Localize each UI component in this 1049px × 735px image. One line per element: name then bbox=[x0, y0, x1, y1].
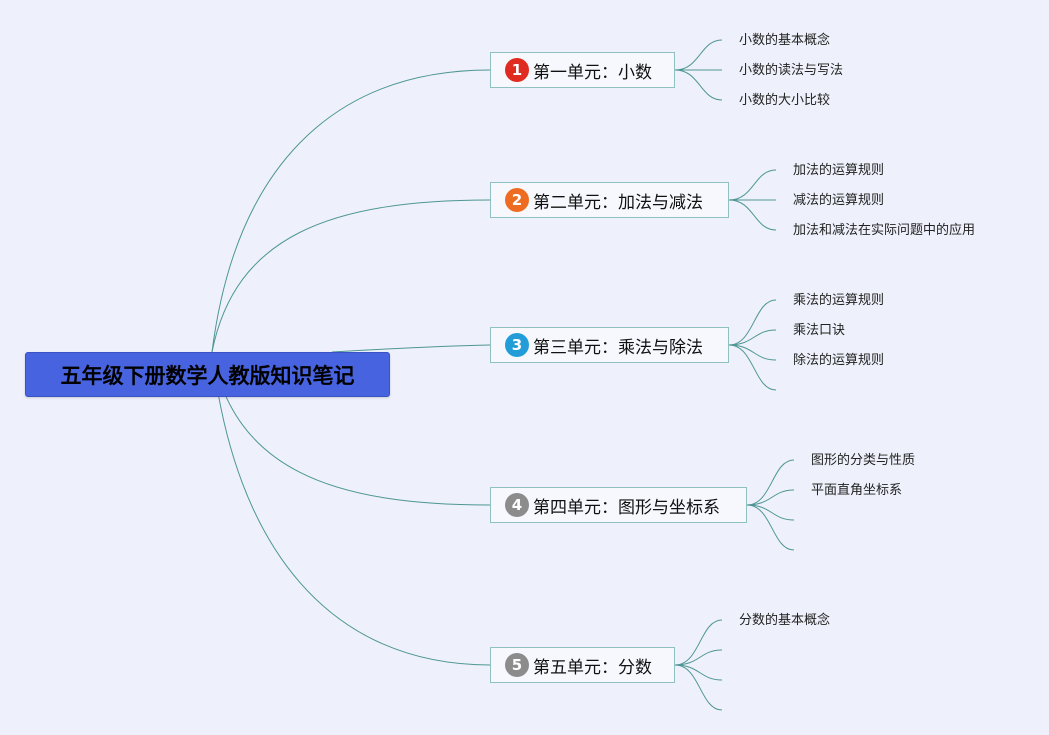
unit-2-topic-3[interactable]: 加法和减法在实际问题中的应用 bbox=[793, 223, 976, 238]
unit-3-node[interactable]: 3 第三单元：乘法与除法 bbox=[490, 327, 729, 363]
unit-5-leaf-connector-3 bbox=[674, 664, 723, 681]
priority-3-icon: 3 bbox=[505, 333, 529, 357]
unit-5-leaf-connector-1 bbox=[674, 619, 723, 666]
unit-1-node[interactable]: 1 第一单元：小数 bbox=[490, 52, 675, 88]
unit-2-leaf-connector-1 bbox=[728, 169, 777, 201]
unit-2-topic-1[interactable]: 加法的运算规则 bbox=[793, 163, 885, 178]
unit-1-connector bbox=[211, 69, 491, 353]
unit-4-topic-2[interactable]: 平面直角坐标系 bbox=[811, 483, 903, 498]
unit-4-node[interactable]: 4 第四单元：图形与坐标系 bbox=[490, 487, 747, 523]
unit-3-leaf-connector-3 bbox=[728, 344, 777, 361]
unit-3-connector bbox=[331, 344, 491, 353]
unit-1-topic-2[interactable]: 小数的读法与写法 bbox=[739, 63, 844, 78]
unit-4-leaf-connector-3 bbox=[746, 504, 795, 521]
priority-2-icon: 2 bbox=[505, 188, 529, 212]
unit-5-leaf-connector-4 bbox=[674, 664, 723, 711]
unit-3-topic-3[interactable]: 除法的运算规则 bbox=[793, 353, 885, 368]
unit-1-label: 第一单元：小数 bbox=[533, 62, 652, 83]
unit-2-leaf-connector-3 bbox=[728, 199, 777, 231]
unit-4-topic-1[interactable]: 图形的分类与性质 bbox=[811, 453, 916, 468]
unit-1-leaf-connector-3 bbox=[674, 69, 723, 101]
unit-3-topic-1[interactable]: 乘法的运算规则 bbox=[793, 293, 885, 308]
unit-4-leaf-connector-4 bbox=[746, 504, 795, 551]
unit-2-topic-2[interactable]: 减法的运算规则 bbox=[793, 193, 885, 208]
unit-5-topic-1[interactable]: 分数的基本概念 bbox=[739, 613, 831, 628]
root-topic-label: 五年级下册数学人教版知识笔记 bbox=[60, 363, 355, 388]
unit-2-label: 第二单元：加法与减法 bbox=[533, 192, 703, 213]
unit-3-leaf-connector-4 bbox=[728, 344, 777, 391]
root-topic[interactable]: 五年级下册数学人教版知识笔记 bbox=[25, 352, 390, 397]
unit-5-node[interactable]: 5 第五单元：分数 bbox=[490, 647, 675, 683]
unit-1-topic-1[interactable]: 小数的基本概念 bbox=[739, 33, 831, 48]
unit-3-leaf-connector-2 bbox=[728, 329, 777, 346]
unit-1-leaf-connector-1 bbox=[674, 39, 723, 71]
unit-4-leaf-connector-2 bbox=[746, 489, 795, 506]
unit-3-topic-2[interactable]: 乘法口诀 bbox=[793, 323, 846, 338]
unit-2-connector bbox=[211, 199, 491, 353]
unit-3-label: 第三单元：乘法与除法 bbox=[533, 337, 703, 358]
unit-4-leaf-connector-1 bbox=[746, 459, 795, 506]
unit-5-connector bbox=[211, 351, 491, 666]
unit-1-topic-3[interactable]: 小数的大小比较 bbox=[739, 93, 831, 108]
unit-5-label: 第五单元：分数 bbox=[533, 657, 652, 678]
unit-4-label: 第四单元：图形与坐标系 bbox=[533, 497, 720, 518]
priority-4-icon: 4 bbox=[505, 493, 529, 517]
priority-5-icon: 5 bbox=[505, 653, 529, 677]
priority-1-icon: 1 bbox=[505, 58, 529, 82]
unit-5-leaf-connector-2 bbox=[674, 649, 723, 666]
unit-3-leaf-connector-1 bbox=[728, 299, 777, 346]
unit-2-node[interactable]: 2 第二单元：加法与减法 bbox=[490, 182, 729, 218]
